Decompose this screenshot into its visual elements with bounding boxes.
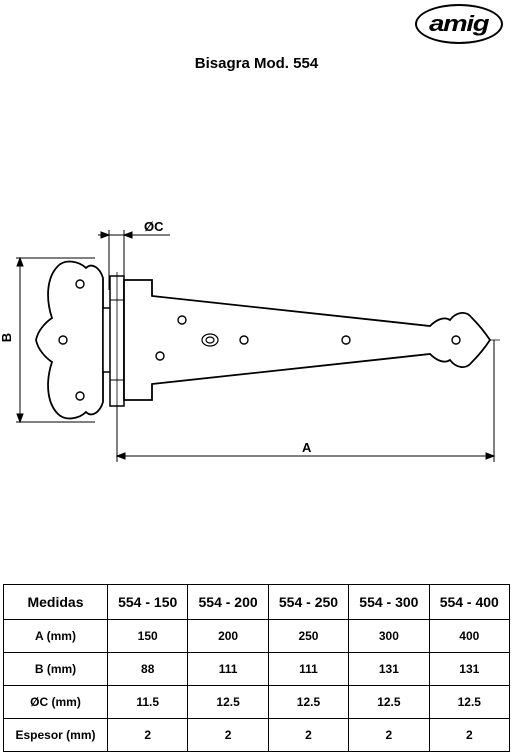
left-leaf: [35, 260, 104, 420]
dimension-b: [16, 256, 95, 424]
row-label: ØC (mm): [3, 685, 108, 719]
table-cell: 2: [267, 718, 350, 752]
column-header: 554 - 300: [348, 584, 430, 620]
column-header: 554 - 250: [267, 584, 350, 620]
row-label: B (mm): [3, 652, 108, 686]
screw-hole-icon: [451, 335, 461, 345]
dimension-a: [115, 340, 496, 462]
column-header: Medidas: [3, 584, 108, 620]
table-cell: 12.5: [267, 685, 350, 719]
right-strap: [123, 279, 492, 401]
screw-hole-icon: [58, 335, 68, 345]
table-cell: 250: [267, 619, 350, 653]
dimension-label-a: A: [302, 440, 312, 455]
table-cell: 88: [106, 652, 189, 686]
table-cell: 111: [267, 652, 350, 686]
table-cell: 2: [348, 718, 430, 752]
screw-hole-icon: [75, 391, 85, 401]
stamp-icon: [201, 333, 219, 347]
screw-hole-icon: [155, 351, 165, 361]
page-title: Bisagra Mod. 554: [194, 55, 319, 72]
table-cell: 12.5: [348, 685, 430, 719]
table-cell: 131: [348, 652, 430, 686]
row-label: Espesor (mm): [3, 718, 108, 752]
table-header-row: Medidas 554 - 150 554 - 200 554 - 250 55…: [3, 584, 511, 620]
table-cell: 2: [187, 718, 269, 752]
column-header: 554 - 150: [106, 584, 189, 620]
dimension-label-b: B: [0, 332, 15, 343]
table-cell: 2: [106, 718, 189, 752]
brand-logo: amig: [415, 4, 503, 44]
screw-hole-icon: [75, 279, 85, 289]
table-cell: 131: [428, 652, 511, 686]
hinge-drawing: [16, 230, 500, 462]
table-row: A (mm) 150 200 250 300 400: [3, 619, 511, 653]
table-cell: 12.5: [428, 685, 511, 719]
table-row: B (mm) 88 111 111 131 131: [3, 652, 511, 686]
table-cell: 111: [187, 652, 269, 686]
brand-logo-text: amig: [429, 11, 489, 36]
screw-hole-icon: [177, 315, 187, 325]
screw-hole-icon: [341, 335, 351, 345]
specs-table: Medidas 554 - 150 554 - 200 554 - 250 55…: [3, 584, 511, 752]
table-cell: 200: [187, 619, 269, 653]
table-cell: 2: [428, 718, 511, 752]
screw-holes: [58, 279, 461, 401]
column-header: 554 - 200: [187, 584, 269, 620]
table-row: ØC (mm) 11.5 12.5 12.5 12.5 12.5: [3, 685, 511, 719]
table-cell: 300: [348, 619, 430, 653]
column-header: 554 - 400: [428, 584, 511, 620]
table-cell: 150: [106, 619, 189, 653]
table-row: Espesor (mm) 2 2 2 2 2: [3, 718, 511, 752]
table-cell: 400: [428, 619, 511, 653]
screw-hole-icon: [239, 335, 249, 345]
table-cell: 12.5: [187, 685, 269, 719]
row-label: A (mm): [3, 619, 108, 653]
table-cell: 11.5: [106, 685, 189, 719]
dimension-label-c: ØC: [144, 219, 164, 234]
